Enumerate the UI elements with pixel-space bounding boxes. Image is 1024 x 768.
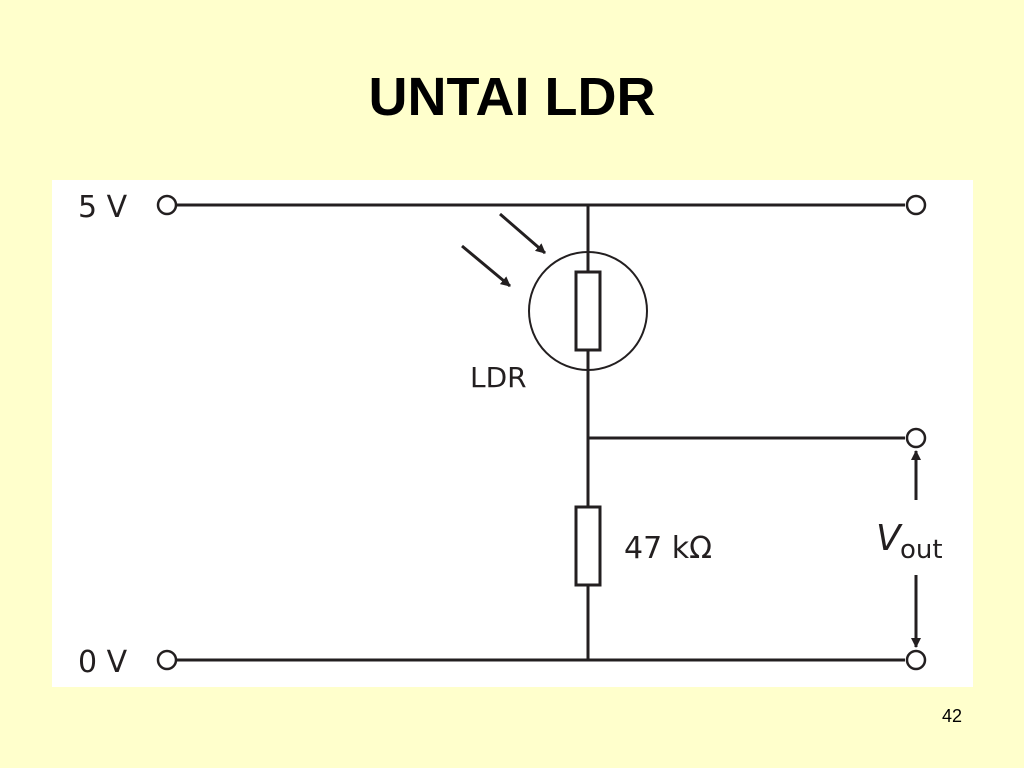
resistor-value-label: 47 kΩ: [624, 531, 712, 566]
circuit-diagram: 5 V 0 V LDR 47 kΩ V out: [52, 180, 973, 687]
terminal-icon: [905, 649, 927, 671]
slide-title: UNTAI LDR: [368, 67, 656, 127]
light-arrow-icon: [499, 212, 546, 255]
resistor-icon: [574, 505, 602, 587]
ldr-label: LDR: [470, 361, 527, 394]
light-arrow-icon: [461, 244, 511, 288]
terminal-icon: [156, 194, 178, 216]
ground-voltage-label: 0 V: [78, 645, 128, 680]
circuit-diagram-svg: 5 V 0 V LDR 47 kΩ V out: [78, 190, 943, 680]
vout-label-symbol: V: [876, 518, 903, 559]
ldr-symbol-icon: [528, 251, 648, 371]
terminal-icon: [905, 194, 927, 216]
page-number: 42: [941, 706, 962, 726]
vout-label-subscript: out: [900, 535, 943, 565]
terminal-icon: [156, 649, 178, 671]
terminal-icon: [905, 427, 927, 449]
supply-voltage-label: 5 V: [78, 190, 128, 225]
